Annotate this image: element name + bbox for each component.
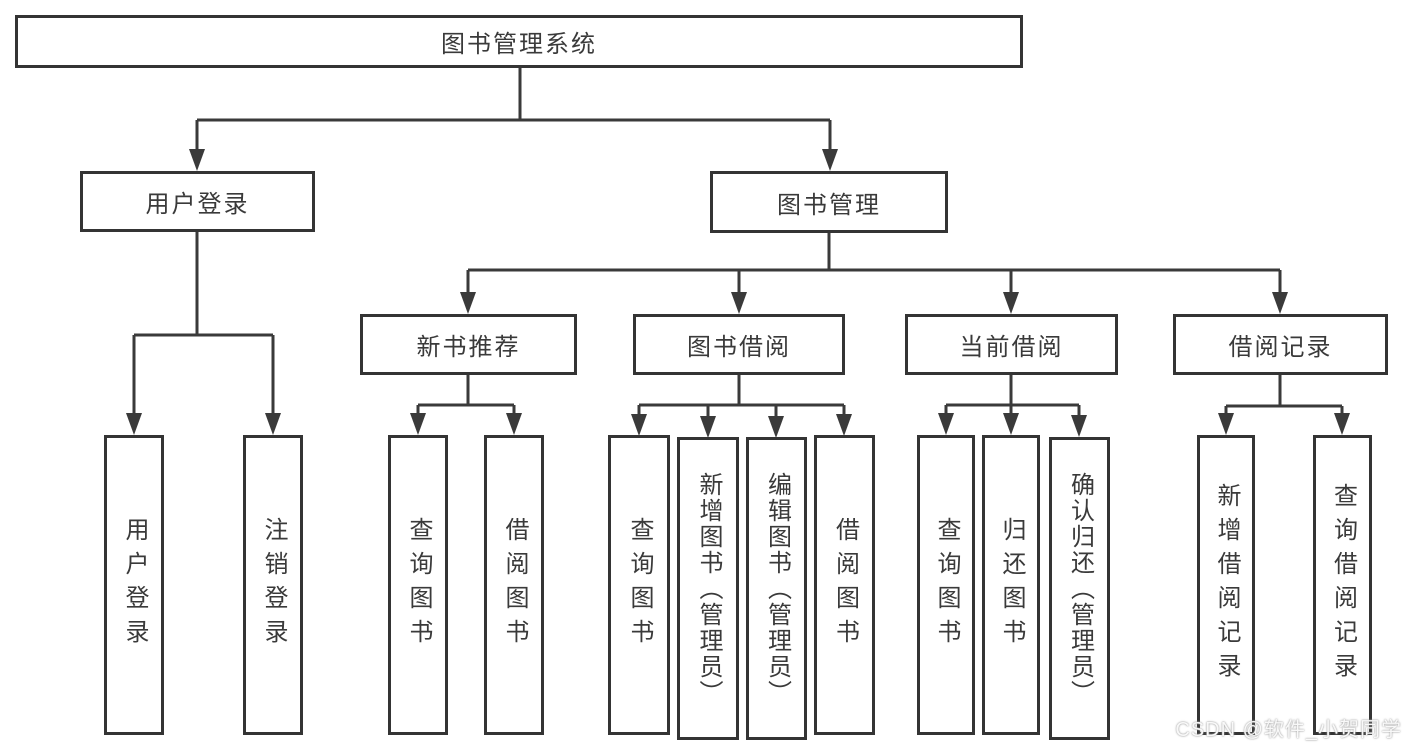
arrow-down-icon (938, 413, 954, 435)
node-library-system-root: 图书管理系统 (15, 15, 1023, 68)
arrow-down-icon (506, 413, 522, 435)
node-label: 图书借阅 (687, 334, 791, 361)
node-label: 归还图书 (998, 517, 1025, 653)
arrow-down-icon (1334, 413, 1350, 435)
node-new-book-recommend: 新书推荐 (360, 314, 577, 375)
node-label: 注销登录 (260, 517, 287, 653)
arrow-down-icon (265, 413, 281, 435)
leaf-logout: 注销登录 (243, 435, 303, 735)
arrow-down-icon (126, 413, 142, 435)
node-label: 查询借阅记录 (1329, 483, 1357, 687)
connector-cur-borrow-to-leaves (944, 375, 1081, 416)
arrow-down-icon (836, 414, 852, 436)
connector-book-mgmt-to-modules (466, 233, 1282, 293)
node-label: 新书推荐 (416, 334, 521, 361)
node-label: 当前借阅 (959, 334, 1064, 361)
arrow-down-icon (631, 414, 647, 436)
arrow-down-icon (822, 149, 838, 171)
node-book-management-branch: 图书管理 (710, 171, 948, 233)
arrow-down-icon (768, 416, 784, 438)
node-label: 用户登录 (145, 191, 250, 218)
node-label: 编辑图书（管理员） (763, 471, 791, 706)
node-label: 查询图书 (933, 517, 960, 653)
node-label: 借阅图书 (501, 517, 528, 653)
connector-borrow-rec-to-leaves (1224, 375, 1344, 414)
connector-user-login-to-leaves (132, 232, 275, 414)
node-label: 确认归还（管理员） (1066, 471, 1094, 706)
node-label: 查询图书 (405, 517, 432, 653)
leaf-user-login: 用户登录 (104, 435, 164, 735)
arrow-down-icon (189, 149, 205, 171)
leaf-query-books-borrowing: 查询图书 (608, 435, 670, 735)
node-label: 新增图书（管理员） (695, 471, 722, 706)
arrow-down-icon (1003, 413, 1019, 435)
node-label: 用户登录 (121, 517, 148, 653)
arrow-down-icon (410, 413, 426, 435)
arrow-down-icon (1272, 292, 1288, 314)
csdn-watermark: CSDN @软件_小贺同学 (1175, 719, 1402, 741)
connector-new-book-to-leaves (416, 375, 516, 414)
node-label: 新增借阅记录 (1213, 483, 1240, 687)
leaf-borrow-books-newbook: 借阅图书 (484, 435, 544, 735)
leaf-query-borrow-record: 查询借阅记录 (1313, 435, 1372, 735)
node-borrowing-records: 借阅记录 (1173, 314, 1388, 375)
node-label: 图书管理 (777, 191, 881, 219)
node-current-borrowing: 当前借阅 (905, 314, 1118, 375)
node-label: 借阅记录 (1228, 334, 1333, 361)
arrow-down-icon (460, 292, 476, 314)
arrow-down-icon (1218, 413, 1234, 435)
connector-book-borrow-to-leaves (637, 375, 846, 417)
arrow-down-icon (1071, 415, 1087, 437)
leaf-borrow-books-borrowing: 借阅图书 (814, 435, 875, 735)
leaf-add-borrow-record: 新增借阅记录 (1197, 435, 1255, 735)
leaf-edit-books-admin: 编辑图书（管理员） (746, 437, 807, 740)
leaf-query-books-newbook: 查询图书 (388, 435, 448, 735)
arrow-down-icon (700, 416, 716, 438)
connector-root-to-level2 (195, 68, 832, 150)
leaf-confirm-return-admin: 确认归还（管理员） (1049, 437, 1110, 740)
leaf-add-books-admin: 新增图书（管理员） (677, 437, 739, 740)
leaf-return-books: 归还图书 (982, 435, 1040, 735)
node-user-login-branch: 用户登录 (80, 171, 315, 232)
leaf-query-books-current: 查询图书 (917, 435, 975, 735)
arrow-down-icon (731, 292, 747, 314)
node-label: 查询图书 (626, 517, 653, 653)
node-label: 图书管理系统 (441, 31, 597, 58)
node-book-borrowing: 图书借阅 (633, 314, 845, 375)
arrow-down-icon (1003, 292, 1019, 314)
node-label: 借阅图书 (831, 517, 859, 653)
